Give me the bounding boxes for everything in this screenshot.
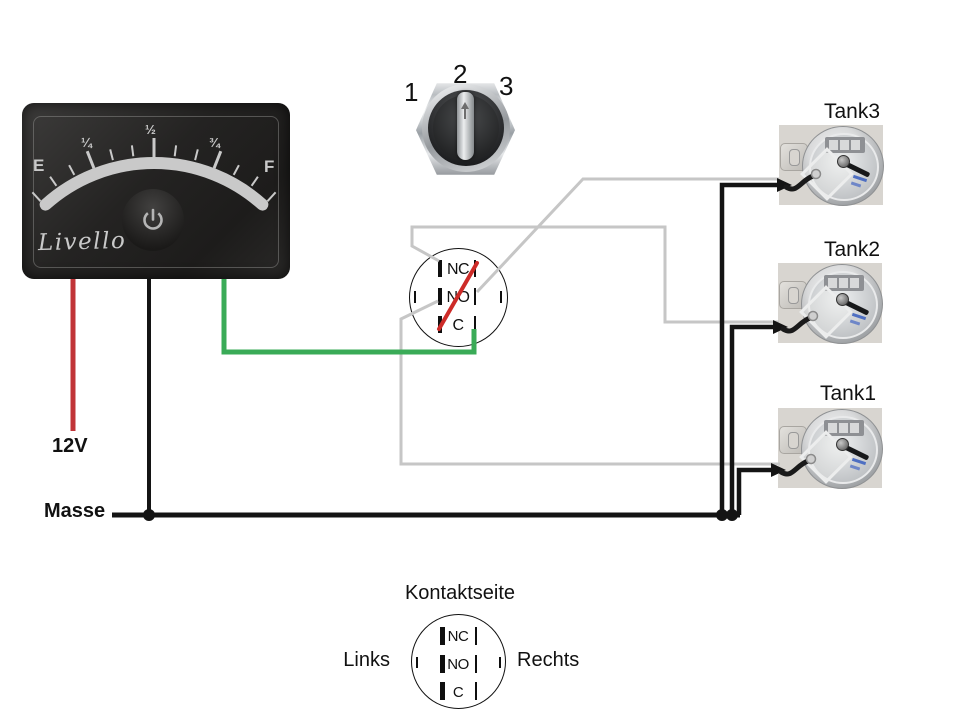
supply-label: 12V <box>52 435 88 457</box>
gauge-label-empty: E <box>33 156 45 175</box>
sender-screw <box>836 438 849 451</box>
legend-bar-no-left <box>440 655 445 673</box>
legend-label-no: NO <box>447 656 469 673</box>
tank1-label: Tank1 <box>819 382 877 405</box>
tab-slot <box>788 432 799 449</box>
legend-bar-nc-left <box>440 627 445 645</box>
junction-dot <box>143 509 155 521</box>
contact-label-c: C <box>452 317 464 334</box>
switch-lever <box>457 92 474 160</box>
legend-label-c: C <box>452 684 464 701</box>
gauge-major-ticks <box>85 138 223 169</box>
switch-contact-diagram: NC NO C <box>409 248 508 347</box>
tank3-label: Tank3 <box>823 100 881 123</box>
contact-bar-c-left <box>438 316 442 333</box>
legend-tick-right <box>499 657 501 668</box>
contact-label-no: NO <box>446 289 471 306</box>
contact-bar-no-left <box>438 288 442 305</box>
sender-plate <box>824 420 864 436</box>
legend-tick-left <box>416 657 418 668</box>
contact-bar-c-right <box>474 316 477 333</box>
tab-slot <box>789 149 800 166</box>
gauge-label-three-quarters: ¾ <box>209 135 220 150</box>
wire-ground-tank1 <box>736 467 772 515</box>
selector-switch-photo <box>416 76 515 180</box>
gauge-power-button <box>122 189 184 251</box>
contact-label-nc: NC <box>446 261 470 278</box>
gauge-label-quarter: ¼ <box>81 135 92 150</box>
lever-arrow-stem <box>464 109 466 119</box>
junction-dot <box>716 509 728 521</box>
power-icon <box>143 208 163 230</box>
legend-left-label: Links <box>343 649 390 671</box>
tab-slot <box>788 287 799 304</box>
wire-ground-tank3 <box>719 182 778 515</box>
contact-tick-left <box>414 291 416 303</box>
legend-bar-nc-right <box>475 627 478 645</box>
gauge-label-half: ½ <box>145 122 156 137</box>
switch-position-3: 3 <box>499 71 514 101</box>
contact-bar-nc-right <box>474 260 477 277</box>
gauge-scale <box>31 138 277 211</box>
tank2-sender-photo <box>778 263 883 344</box>
sender-screw <box>837 155 850 168</box>
switch-position-1: 1 <box>404 77 419 107</box>
legend-contact-diagram: NC NO C <box>411 614 506 709</box>
fuel-gauge: E ¼ ½ ¾ F Livello <box>22 103 290 279</box>
legend-bar-c-right <box>475 682 478 700</box>
sender-screw <box>836 293 849 306</box>
sender-plate <box>825 137 865 153</box>
tank2-label: Tank2 <box>823 238 881 261</box>
legend-right-label: Rechts <box>517 649 580 671</box>
legend-label-nc: NC <box>447 628 469 645</box>
legend-bar-c-left <box>440 682 445 700</box>
tank3-sender-photo <box>779 125 884 206</box>
contact-bar-no-right <box>474 288 477 305</box>
contact-tick-right <box>500 291 502 303</box>
gauge-bezel-outline <box>33 116 279 268</box>
gauge-arc <box>39 157 269 211</box>
tank1-sender-photo <box>778 408 883 489</box>
ground-label: Masse <box>44 500 106 522</box>
gauge-minor-ticks <box>31 145 277 202</box>
legend-bar-no-right <box>475 655 478 673</box>
junction-dot <box>726 509 738 521</box>
wire-ground-tank2 <box>729 324 774 515</box>
legend-title: Kontaktseite <box>404 582 516 604</box>
gauge-brand: Livello <box>37 227 127 257</box>
lever-arrow-icon <box>461 102 469 109</box>
switch-position-2: 2 <box>453 59 468 89</box>
contact-bar-nc-left <box>438 260 442 277</box>
sender-plate <box>824 275 864 291</box>
wire-signal-tank3 <box>475 177 779 294</box>
gauge-label-full: F <box>264 157 275 176</box>
